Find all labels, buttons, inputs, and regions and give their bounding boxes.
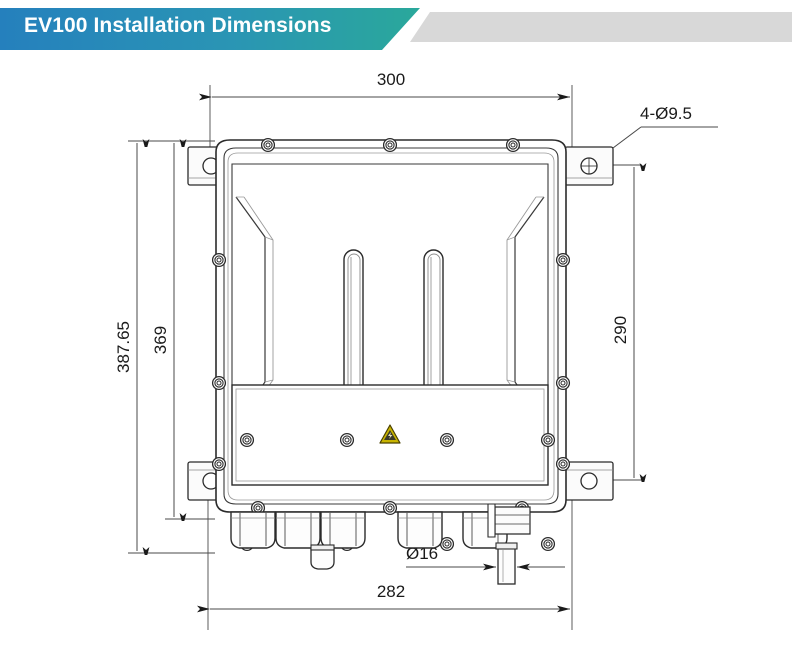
vent-slots bbox=[343, 249, 444, 423]
banner-shapes bbox=[0, 8, 792, 50]
dimension-tube-diameter: Ø16 bbox=[406, 544, 565, 571]
enclosure-assembly bbox=[187, 137, 614, 585]
banner-accent-shape bbox=[410, 12, 792, 42]
tube-outlets bbox=[310, 503, 531, 585]
dimension-hole-callout: 4-Ø9.5 bbox=[596, 104, 718, 161]
mounting-tab-top-right bbox=[564, 146, 614, 186]
dimension-tube-diameter-label: Ø16 bbox=[406, 544, 438, 563]
drawing-canvas: 300 4-Ø9.5 387.65 369 290 Ø16 bbox=[114, 70, 718, 630]
header-banner: EV100 Installation Dimensions bbox=[0, 0, 800, 52]
dimension-282-label: 282 bbox=[377, 582, 405, 601]
banner-primary-shape bbox=[0, 8, 420, 50]
tube-outlet-right bbox=[495, 542, 518, 585]
dimension-282: 282 bbox=[197, 582, 570, 613]
dimension-300: 300 bbox=[199, 70, 570, 101]
high-voltage-warning-triangle bbox=[379, 424, 401, 444]
dimension-387-65-label: 387.65 bbox=[114, 321, 133, 373]
tube-outlet-left bbox=[310, 544, 335, 570]
dimension-369: 369 bbox=[151, 143, 174, 517]
dimension-300-label: 300 bbox=[377, 70, 405, 89]
dimension-290: 290 bbox=[611, 167, 634, 478]
dimension-hole-callout-label: 4-Ø9.5 bbox=[640, 104, 692, 123]
dimension-290-label: 290 bbox=[611, 316, 630, 344]
mounting-hole-bottom-right bbox=[580, 472, 598, 490]
dimension-drawing: 300 4-Ø9.5 387.65 369 290 Ø16 bbox=[0, 52, 800, 642]
page-title: EV100 Installation Dimensions bbox=[24, 14, 332, 37]
dimension-387-65: 387.65 bbox=[114, 143, 137, 551]
side-connector-bracket bbox=[487, 503, 531, 538]
dimension-369-label: 369 bbox=[151, 326, 170, 354]
mounting-tab-bottom-right bbox=[564, 461, 614, 501]
cable-glands bbox=[230, 511, 508, 549]
